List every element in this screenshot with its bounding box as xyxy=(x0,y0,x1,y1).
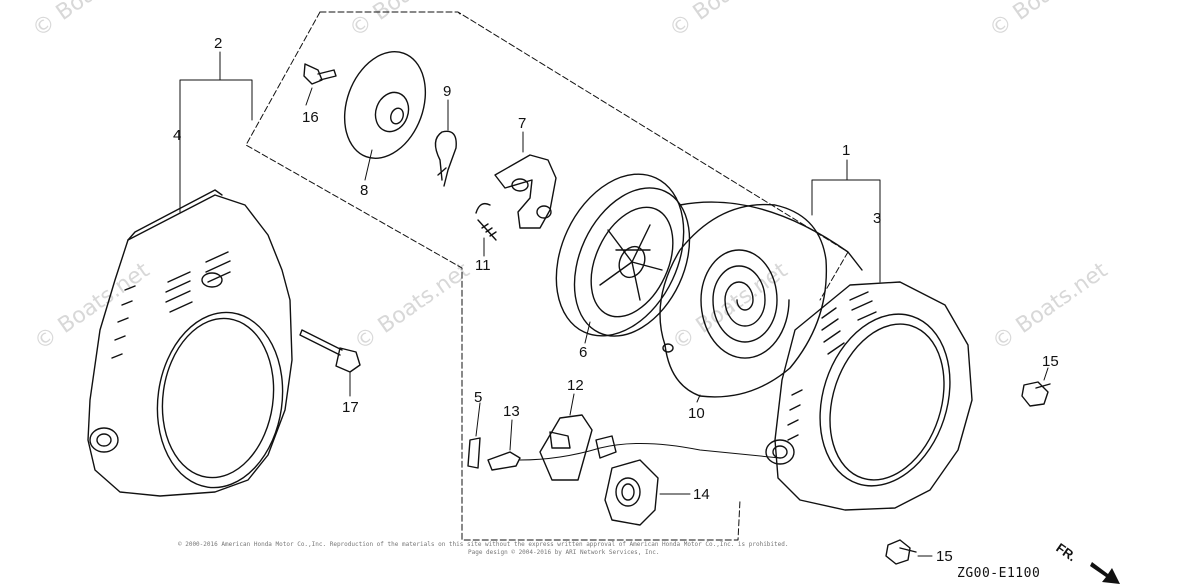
front-direction-arrow xyxy=(1090,562,1120,584)
callout-13: 13 xyxy=(503,403,520,420)
starter-case-right xyxy=(679,201,973,511)
leader-line xyxy=(696,394,701,403)
diagram-code: ZG00-E1100 xyxy=(957,566,1041,581)
flange-bolt-16 xyxy=(303,63,337,85)
leader-line xyxy=(811,159,881,283)
callout-15: 15 xyxy=(1042,353,1059,370)
assembly-outline xyxy=(319,11,849,253)
spring-9 xyxy=(434,130,457,187)
callout-12: 12 xyxy=(567,377,584,394)
assembly-outline xyxy=(245,11,741,541)
leader-line xyxy=(509,419,513,451)
flange-bolt-15 xyxy=(1021,381,1051,407)
callout-4: 4 xyxy=(173,127,182,144)
callout-5: 5 xyxy=(474,389,483,406)
callout-17: 17 xyxy=(342,399,359,416)
starter-grip-12 xyxy=(539,414,593,481)
callout-9: 9 xyxy=(443,83,452,100)
callout-15: 15 xyxy=(936,548,953,565)
copyright-notice: Page design © 2004-2016 by ARI Network S… xyxy=(468,549,660,556)
leader-line xyxy=(1043,367,1049,381)
callout-11: 11 xyxy=(475,257,491,274)
callout-7: 7 xyxy=(518,115,527,132)
plate-8 xyxy=(343,51,427,159)
leader-line xyxy=(179,51,253,213)
leader-line xyxy=(475,402,481,437)
ratchet-7 xyxy=(494,154,557,229)
leader-line xyxy=(364,149,373,181)
callout-16: 16 xyxy=(302,109,319,126)
guide-plate-14 xyxy=(604,459,659,526)
starter-rope xyxy=(519,442,781,461)
rope-guide xyxy=(595,435,617,459)
callout-10: 10 xyxy=(688,405,705,422)
callout-14: 14 xyxy=(693,486,710,503)
callout-3: 3 xyxy=(873,210,882,227)
copyright-notice: © 2000-2016 American Honda Motor Co.,Inc… xyxy=(178,541,789,548)
flange-bolt-17 xyxy=(299,329,361,373)
flange-bolt-15 xyxy=(885,539,917,565)
recoil-spring-10 xyxy=(659,203,828,398)
callout-2: 2 xyxy=(214,35,223,52)
spring-11 xyxy=(475,202,497,241)
callout-6: 6 xyxy=(579,344,588,361)
leader-line xyxy=(569,393,575,416)
callout-8: 8 xyxy=(360,182,369,199)
reel-6 xyxy=(555,173,691,337)
pin-5 xyxy=(467,437,481,469)
fan-cover-left xyxy=(87,189,293,497)
rope-knot-13 xyxy=(487,451,521,471)
leader-line xyxy=(584,321,591,344)
leader-line xyxy=(305,87,313,106)
callout-1: 1 xyxy=(842,142,851,159)
